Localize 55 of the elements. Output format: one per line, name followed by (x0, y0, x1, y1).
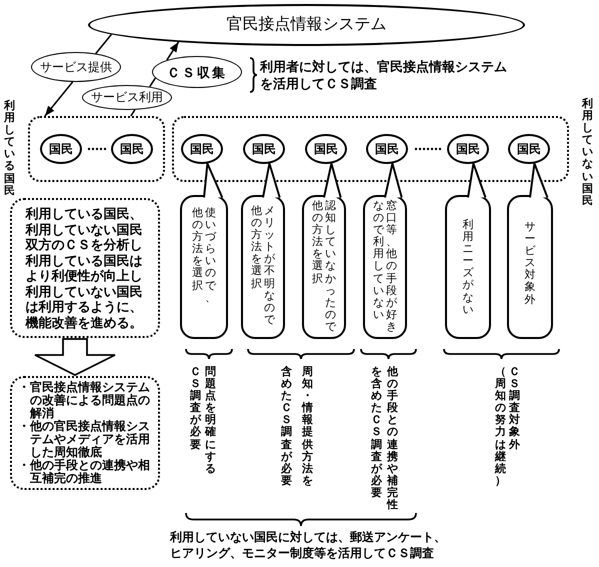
citizen-label: 国民 (190, 142, 214, 156)
citizen-ellipse (181, 134, 223, 164)
survey-note: 周知・情報提供方法を含めたＣＳ調査が必要 (281, 366, 313, 487)
note-text: 利用している国民、利用していない国民双方のＣＳを分析し利用している国民はより利便性が向上し利用していない国民は利用するように、機能改善を進める。 (26, 206, 144, 330)
bullet-item: ・官民接点情報システムの改善による問題点の解消 (18, 381, 151, 420)
callout-tail (323, 162, 342, 198)
block-arrow (34, 338, 116, 376)
note-box (10, 376, 160, 490)
bullet-item: ・他の官民接点情報システムやメディアを活用した周知徹底 (18, 420, 151, 459)
reason-text: メリットが不明なので他の方法を選択 (251, 205, 275, 326)
action-label: ＣＳ収集 (167, 64, 227, 80)
citizen-label: 国民 (456, 142, 480, 156)
citizen-ellipse (366, 134, 408, 164)
citizen-ellipse (40, 134, 82, 164)
callout-tail (203, 162, 224, 198)
connector-line (95, 34, 112, 54)
citizen-ellipse (447, 134, 489, 164)
bullet-item: ・他の手段との連携や相互補完の推進 (18, 459, 151, 485)
citizen-label: 国民 (314, 142, 338, 156)
connector-line (149, 78, 156, 88)
label-ellipse (152, 56, 242, 88)
callout-tail (529, 162, 548, 198)
system-ellipse (88, 4, 525, 46)
citizen-ellipse (305, 134, 347, 164)
survey-note: 問題点を明確にするＣＳ調査が必要 (190, 366, 216, 475)
arrow (44, 81, 74, 116)
callout-tail (467, 162, 486, 198)
survey-note: 利用者に対しては、官民接点情報システムを活用してＣＳ調査 (260, 58, 508, 92)
survey-note: （周知の努力は継続） (495, 366, 506, 487)
reason-text: 窓口等、他の手段が好きなので利用していない (373, 200, 397, 334)
reason-text: 利用ニーズがない (462, 219, 474, 316)
survey-note: ＣＳ調査対象外 (509, 366, 520, 451)
connector-line (130, 109, 136, 116)
callout-tail (262, 162, 281, 198)
citizen-ellipse (508, 134, 550, 164)
citizen-ellipse (111, 134, 153, 164)
citizen-label: 国民 (120, 142, 144, 156)
reason-text: サービス対象外 (524, 221, 536, 306)
action-label: サービス利用 (91, 90, 163, 105)
citizen-label: 国民 (517, 142, 541, 156)
survey-note: 利用していない国民に対しては、郵送アンケート、ヒアリング、モニター制度等を活用してＣＳ調査 (170, 529, 447, 561)
group-label: 利用していない国民 (582, 98, 593, 207)
dotted-group-frame (28, 116, 165, 182)
citizen-label: 国民 (49, 142, 73, 156)
citizen-label: 国民 (375, 142, 399, 156)
group-label: 利用している国民 (4, 100, 15, 197)
citizen-label: 国民 (252, 142, 276, 156)
system-name: 官民接点情報システム (226, 15, 386, 35)
action-label: サービス提供 (40, 60, 112, 74)
reason-text: 使いづらいので、他の方法を選択 (192, 207, 216, 304)
arrow (166, 42, 180, 61)
citizen-ellipse (243, 134, 285, 164)
reason-text: 認知していなかったので他の方法を選択 (312, 200, 336, 334)
callout-tail (384, 162, 403, 198)
survey-note: 他の手段との連携や補完性を含めたＣＳ調査が必要 (371, 366, 398, 512)
